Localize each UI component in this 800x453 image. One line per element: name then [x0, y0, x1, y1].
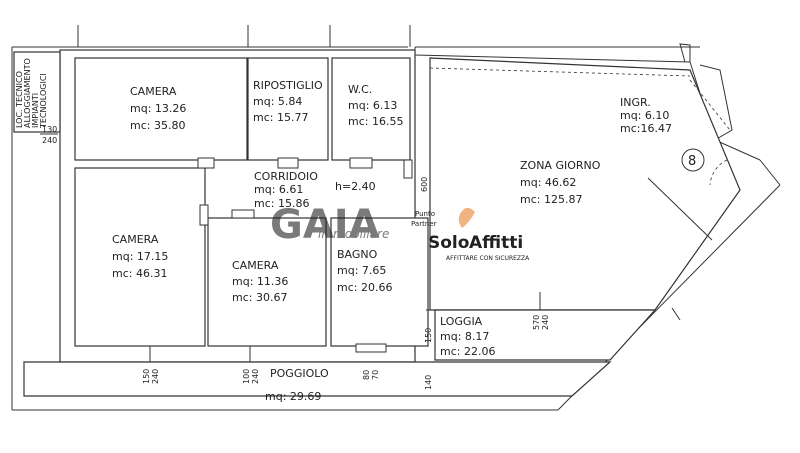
svg-text:mq: 6.61: mq: 6.61: [254, 183, 303, 196]
svg-text:mc: 125.87: mc: 125.87: [520, 193, 582, 206]
svg-text:mc: 35.80: mc: 35.80: [130, 119, 185, 132]
svg-text:240: 240: [151, 369, 160, 384]
dimensions: 130 240 600 150 240 100 240 80 70 570 24…: [40, 125, 550, 390]
soloaffitti-icon: [458, 207, 475, 228]
svg-text:570: 570: [532, 315, 541, 330]
svg-text:mq: 13.26: mq: 13.26: [130, 102, 186, 115]
room-bagno: BAGNO mq: 7.65 mc: 20.66: [337, 248, 392, 294]
room-ripostiglio: RIPOSTIGLIO mq: 5.84 mc: 15.77: [253, 79, 323, 124]
svg-text:70: 70: [371, 370, 380, 380]
svg-text:mc: 15.77: mc: 15.77: [253, 111, 308, 124]
svg-text:140: 140: [424, 375, 433, 390]
svg-text:150: 150: [142, 369, 151, 384]
svg-text:mq: 46.62: mq: 46.62: [520, 176, 576, 189]
room-camera-top: CAMERA mq: 13.26 mc: 35.80: [130, 85, 186, 132]
svg-text:240: 240: [541, 315, 550, 330]
room-loggia: LOGGIA mq: 8.17 mc: 22.06: [440, 315, 495, 358]
svg-text:mq: 6.13: mq: 6.13: [348, 99, 397, 112]
gaia-logo: GAIA immobiliare: [270, 202, 389, 248]
svg-text:CORRIDOIO: CORRIDOIO: [254, 170, 318, 183]
svg-text:80: 80: [362, 370, 371, 380]
svg-text:130: 130: [42, 125, 57, 134]
punto-label: Punto: [415, 210, 435, 218]
svg-text:mq: 5.84: mq: 5.84: [253, 95, 302, 108]
svg-text:600: 600: [420, 177, 429, 192]
svg-text:240: 240: [42, 136, 57, 145]
room-camera-mid: CAMERA mq: 11.36 mc: 30.67: [232, 259, 288, 304]
entrance-marker: 8: [681, 148, 705, 172]
gaia-sub-text: immobiliare: [318, 227, 389, 241]
svg-text:ALLOGGIAMENTO: ALLOGGIAMENTO: [23, 58, 32, 128]
svg-text:TECNOLOGICI: TECNOLOGICI: [39, 73, 48, 129]
room-wc: W.C. mq: 6.13 mc: 16.55: [348, 83, 403, 128]
svg-text:mq: 17.15: mq: 17.15: [112, 250, 168, 263]
tecnico-label: LOC. TECNICO ALLOGGIAMENTO IMPIANTI TECN…: [15, 58, 48, 129]
svg-text:ZONA GIORNO: ZONA GIORNO: [520, 159, 601, 172]
room-ingresso: INGR. mq: 6.10 mc:16.47: [620, 96, 672, 135]
svg-text:LOGGIA: LOGGIA: [440, 315, 483, 328]
svg-text:CAMERA: CAMERA: [112, 233, 159, 246]
interior-walls: [13, 51, 741, 397]
room-zona-giorno: ZONA GIORNO mq: 46.62 mc: 125.87: [520, 159, 601, 206]
svg-text:INGR.: INGR.: [620, 96, 651, 109]
svg-text:mq: 7.65: mq: 7.65: [337, 264, 386, 277]
svg-text:CAMERA: CAMERA: [130, 85, 177, 98]
affitti-text: Affitti: [469, 233, 523, 253]
svg-text:RIPOSTIGLIO: RIPOSTIGLIO: [253, 79, 323, 92]
room-poggiolo: POGGIOLO mq: 29.69: [265, 367, 329, 403]
svg-text:mc:16.47: mc:16.47: [620, 122, 672, 135]
svg-text:W.C.: W.C.: [348, 83, 372, 96]
svg-text:mq: 8.17: mq: 8.17: [440, 330, 489, 343]
svg-text:mc: 22.06: mc: 22.06: [440, 345, 495, 358]
svg-text:mc: 20.66: mc: 20.66: [337, 281, 392, 294]
room-corridoio: CORRIDOIO mq: 6.61 h=2.40 mc: 15.86: [254, 170, 376, 210]
svg-text:mq: 29.69: mq: 29.69: [265, 390, 321, 403]
svg-text:8: 8: [688, 154, 696, 169]
svg-text:100: 100: [242, 369, 251, 384]
svg-text:POGGIOLO: POGGIOLO: [270, 367, 329, 380]
partner-label: Partner: [411, 220, 437, 228]
svg-text:150: 150: [424, 328, 433, 343]
svg-text:BAGNO: BAGNO: [337, 248, 378, 261]
svg-text:mq: 11.36: mq: 11.36: [232, 275, 288, 288]
svg-text:CAMERA: CAMERA: [232, 259, 279, 272]
svg-text:mc: 30.67: mc: 30.67: [232, 291, 287, 304]
svg-text:mc: 15.86: mc: 15.86: [254, 197, 309, 210]
gaia-logo-mark: GAIA: [270, 202, 380, 248]
solo-text: Solo: [428, 233, 469, 253]
svg-text:IMPIANTI: IMPIANTI: [31, 93, 40, 128]
svg-text:mq: 6.10: mq: 6.10: [620, 109, 669, 122]
svg-text:h=2.40: h=2.40: [335, 180, 376, 193]
room-camera-left: CAMERA mq: 17.15 mc: 46.31: [112, 233, 168, 280]
tagline-text: AFFITTARE CON SICUREZZA: [446, 255, 530, 262]
soloaffitti-logo: Punto Partner Solo Affitti AFFITTARE CON…: [411, 207, 530, 262]
svg-text:LOC. TECNICO: LOC. TECNICO: [15, 71, 24, 128]
svg-text:mc: 16.55: mc: 16.55: [348, 115, 403, 128]
svg-text:mc: 46.31: mc: 46.31: [112, 267, 167, 280]
svg-text:240: 240: [251, 369, 260, 384]
